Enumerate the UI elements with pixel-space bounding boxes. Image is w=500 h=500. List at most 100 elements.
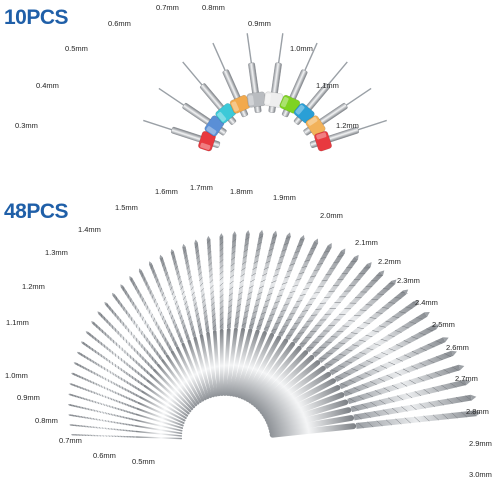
flute-stripe [417,377,425,382]
flute-stripe [191,291,195,296]
twist-drill [129,276,202,403]
flute-stripe [133,334,135,339]
flute-stripe [102,411,104,414]
flute-stripe [99,434,102,437]
flute-stripe [219,305,224,310]
flute-stripe [129,382,131,386]
flute-stripe [129,411,131,414]
flute-stripe [98,418,101,421]
bit-tip [326,61,348,87]
flute-stripe [160,257,163,262]
drill-size-label: 1.4mm [78,225,101,234]
drill-point [367,262,372,267]
flute-stripe [243,249,248,253]
drill-shank [263,378,337,420]
drill-shank [255,354,315,410]
drill-size-label: 2.5mm [432,320,455,329]
flute-stripe [127,294,130,299]
flute-stripe [323,250,330,253]
flute-stripe [107,420,110,423]
collar-highlight [280,96,289,108]
flute-stripe [141,330,143,335]
bit-tip [303,42,318,73]
flute-stripe [184,329,188,334]
flute-stripe [117,316,119,320]
flute-stripe [170,333,173,337]
drill-point [148,261,152,265]
drill-size-label: 1.7mm [190,183,213,192]
flute-stripe [85,388,87,391]
twist-drill [228,229,264,397]
flute-stripe [364,412,371,418]
flute-stripe [114,312,116,317]
flute-stripe [385,419,393,426]
flute-stripe [349,398,356,403]
flute-stripe [319,346,326,349]
flute-stripe [414,391,422,396]
flute-stripe [405,393,413,399]
flute-stripe [119,385,121,388]
flute-stripe [312,341,319,343]
flute-stripe [118,400,121,404]
flute-stripe [399,311,406,314]
flute-stripe [357,422,364,429]
flute-stripe [137,351,138,355]
flute-stripe [391,407,399,414]
flute-stripe [115,364,116,368]
flute-stripe [106,404,108,407]
flute-stripe [159,354,161,359]
flute-stripe [176,270,180,275]
flute-stripe [112,351,114,355]
flute-stripe [89,358,91,362]
flute-stripe [84,355,86,358]
drill-point [273,230,278,235]
flute-stripe [146,337,148,342]
flute-stripe [101,419,104,422]
flute-stripe [283,303,290,306]
flute-stripe [110,420,113,423]
flute-stripe [350,332,358,334]
drill-flute [206,238,217,331]
flute-stripe [264,299,271,302]
flute-stripe [319,319,327,321]
flute-stripe [114,414,116,417]
collar-highlight [206,126,217,135]
drill-point [182,243,186,248]
flute-stripe [112,390,114,393]
flute-stripe [260,311,267,315]
drill-flute [104,302,159,365]
flute-stripe [177,275,181,280]
flute-stripe [274,301,280,304]
collar-highlight [265,93,272,104]
twist-drill [182,243,215,398]
flute-stripe [99,410,101,413]
collar-highlight [307,117,318,126]
flute-stripe [437,400,445,406]
flute-stripe [186,265,190,270]
twist-drill [248,254,359,404]
flute-stripe [156,339,159,343]
flute-stripe [245,236,250,241]
flute-stripe [90,426,92,428]
drill-size-label: 2.0mm [320,211,343,220]
flute-stripe [107,334,109,339]
flute-stripe [388,302,396,304]
flute-stripe [343,372,351,376]
flute-stripe [163,267,167,272]
flute-stripe [86,344,88,348]
flute-stripe [188,276,192,280]
flute-stripe [336,330,344,333]
flute-stripe [279,255,285,258]
flute-stripe [452,366,459,371]
flute-stripe [181,290,185,295]
flute-stripe [432,414,440,421]
drill-point [475,410,481,417]
bit-size-label: 0.7mm [156,3,179,12]
flute-stripe [109,370,111,374]
flute-stripe [87,434,90,437]
flute-stripe [133,320,135,325]
flute-stripe [148,341,151,345]
flute-stripe [263,266,269,270]
flute-stripe [102,394,104,398]
